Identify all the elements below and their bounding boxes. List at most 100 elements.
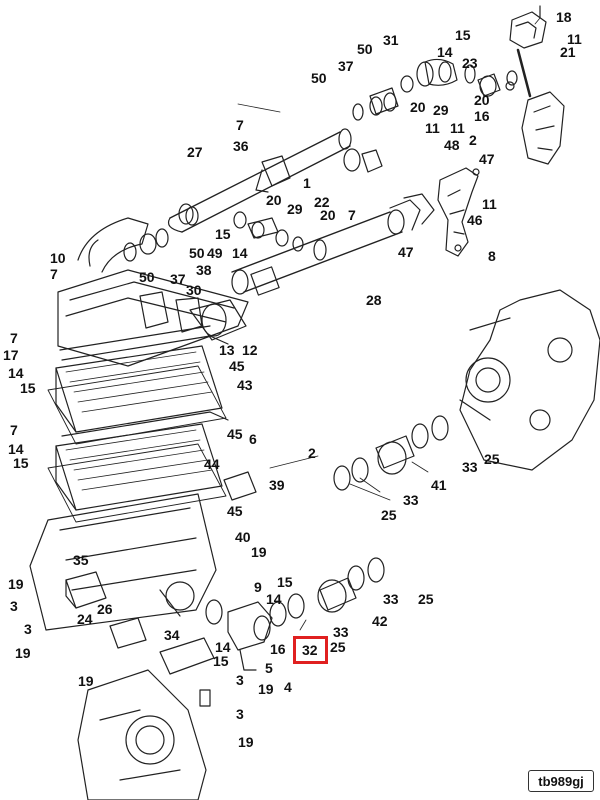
callout-15: 15: [13, 455, 29, 471]
callout-47: 47: [479, 151, 495, 167]
lower-hose-drawing: [269, 557, 385, 627]
callout-11: 11: [425, 120, 440, 136]
callout-45: 45: [227, 503, 243, 519]
callout-7: 7: [236, 117, 244, 133]
callout-44: 44: [204, 456, 220, 472]
callout-11: 11: [450, 120, 465, 136]
callout-8: 8: [488, 248, 496, 264]
callout-20: 20: [410, 99, 426, 115]
figure-id-label: tb989gj: [528, 770, 594, 792]
callout-32-highlighted: 32: [302, 642, 318, 658]
callout-15: 15: [455, 27, 471, 43]
callout-33: 33: [403, 492, 419, 508]
callout-33: 33: [462, 459, 478, 475]
lower-cooler-core-drawing: [47, 411, 229, 523]
callout-19: 19: [258, 681, 274, 697]
callout-16: 16: [270, 641, 286, 657]
callout-11: 11: [567, 31, 582, 47]
callout-41: 41: [431, 477, 447, 493]
callout-12: 12: [242, 342, 258, 358]
callout-48: 48: [444, 137, 460, 153]
highlight-box-callout-32: [293, 636, 328, 664]
callout-43: 43: [237, 377, 253, 393]
callout-6: 6: [249, 431, 257, 447]
callout-30: 30: [186, 282, 202, 298]
callout-50: 50: [311, 70, 327, 86]
leader-lines: [237, 17, 541, 631]
callout-25: 25: [484, 451, 500, 467]
callout-37: 37: [170, 271, 186, 287]
callout-1: 1: [303, 175, 311, 191]
callout-9: 9: [254, 579, 262, 595]
gear-housing-left-drawing: [77, 669, 207, 800]
cooler-housing-drawing: [29, 493, 217, 631]
callout-50: 50: [139, 269, 155, 285]
callout-46: 46: [467, 212, 483, 228]
callout-25: 25: [418, 591, 434, 607]
callout-42: 42: [372, 613, 388, 629]
callout-21: 21: [560, 44, 576, 60]
callout-18: 18: [556, 9, 572, 25]
callout-23: 23: [462, 55, 478, 71]
intake-manifold-drawing: [57, 217, 249, 367]
callout-24: 24: [77, 611, 93, 627]
callout-14: 14: [232, 245, 248, 261]
upper-air-tube-drawing: [167, 128, 383, 233]
callout-50: 50: [189, 245, 205, 261]
upper-couplings-drawing: [352, 58, 518, 121]
callout-14: 14: [215, 639, 231, 655]
callout-40: 40: [235, 529, 251, 545]
lower-air-tube-drawing: [231, 193, 435, 296]
callout-37: 37: [338, 58, 354, 74]
charge-hose-drawing: [333, 415, 449, 491]
callout-10: 10: [50, 250, 66, 266]
callout-19: 19: [78, 673, 94, 689]
callout-39: 39: [269, 477, 285, 493]
callout-15: 15: [20, 380, 36, 396]
callout-7: 7: [50, 266, 58, 282]
callout-26: 26: [97, 601, 113, 617]
outlet-elbow-drawing: [205, 599, 273, 671]
callout-3: 3: [10, 598, 18, 614]
callout-20: 20: [320, 207, 336, 223]
callout-35: 35: [73, 552, 89, 568]
callout-38: 38: [196, 262, 212, 278]
callout-15: 15: [277, 574, 293, 590]
callout-4: 4: [284, 679, 292, 695]
callout-14: 14: [8, 365, 24, 381]
gear-housing-right-drawing: [459, 289, 600, 471]
callout-33: 33: [383, 591, 399, 607]
callout-19: 19: [15, 645, 31, 661]
callout-31: 31: [383, 32, 399, 48]
callout-47: 47: [398, 244, 414, 260]
callout-19: 19: [8, 576, 24, 592]
callout-25: 25: [330, 639, 346, 655]
clamp-rings-drawing: [123, 206, 304, 262]
upper-right-bracket-drawing: [505, 5, 565, 165]
callout-13: 13: [219, 342, 235, 358]
callout-19: 19: [251, 544, 267, 560]
callout-19: 19: [238, 734, 254, 750]
callout-20: 20: [266, 192, 282, 208]
callout-45: 45: [227, 426, 243, 442]
callout-27: 27: [187, 144, 203, 160]
callout-15: 15: [215, 226, 231, 242]
callout-33: 33: [333, 624, 349, 640]
callout-20: 20: [474, 92, 490, 108]
callout-36: 36: [233, 138, 249, 154]
callout-7: 7: [348, 207, 356, 223]
callout-2: 2: [308, 445, 316, 461]
callout-14: 14: [8, 441, 24, 457]
callout-3: 3: [236, 706, 244, 722]
upper-cooler-core-drawing: [47, 325, 229, 445]
callout-29: 29: [287, 201, 303, 217]
callout-49: 49: [207, 245, 223, 261]
callout-14: 14: [266, 591, 282, 607]
callout-3: 3: [236, 672, 244, 688]
callout-7: 7: [10, 330, 18, 346]
callout-22: 22: [314, 194, 330, 210]
callout-5: 5: [265, 660, 273, 676]
callout-16: 16: [474, 108, 490, 124]
